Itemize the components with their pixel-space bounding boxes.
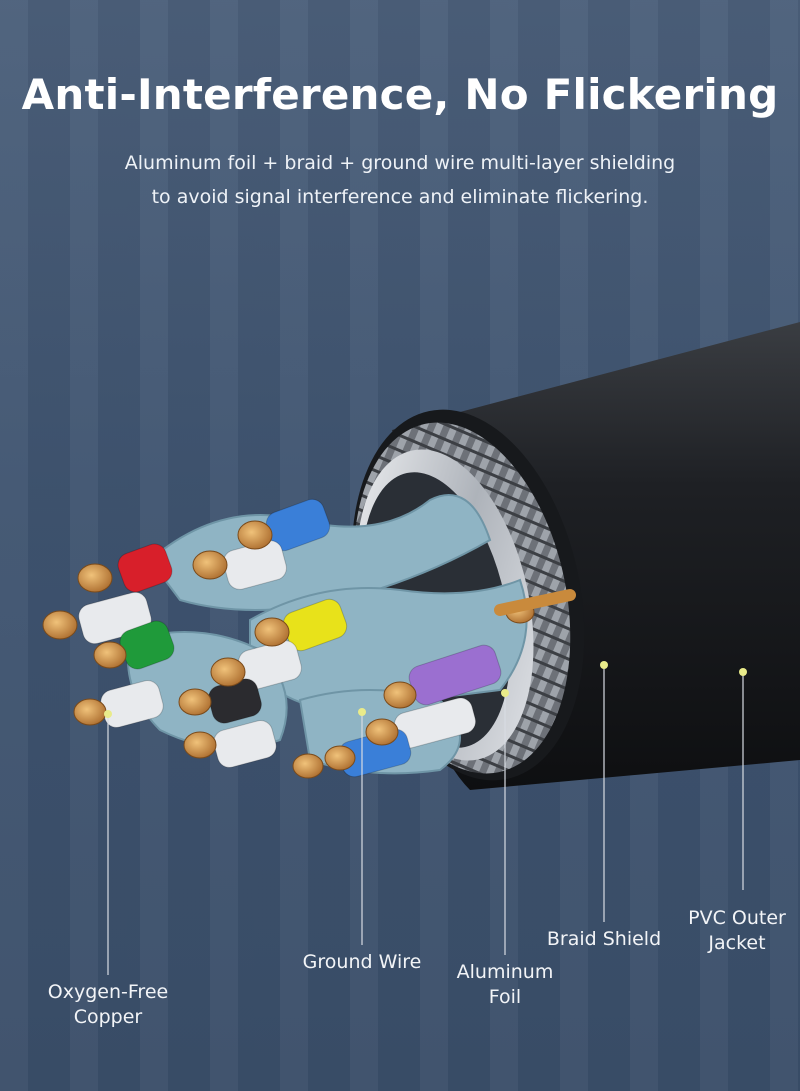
- callout-dot-aluminum-foil: [501, 689, 509, 697]
- callout-braid-line-1: Braid Shield: [546, 928, 662, 950]
- page-title: Anti-Interference, No Flickering: [21, 70, 779, 119]
- subtitle-line-1: Aluminum foil + braid + ground wire mult…: [124, 152, 676, 174]
- page-subtitle: Aluminum foil + braid + ground wire mult…: [0, 146, 800, 214]
- callout-copper-line-1: Oxygen-Free: [47, 981, 169, 1003]
- callout-aluminum-foil: Aluminum Foil: [435, 960, 575, 1010]
- callout-pvc-outer-jacket: PVC Outer Jacket: [673, 906, 800, 956]
- callout-braid-shield: Braid Shield: [534, 927, 674, 952]
- callout-jacket-line-2: Jacket: [708, 932, 766, 954]
- callout-lines: [107, 665, 744, 975]
- callout-dots: [104, 661, 747, 718]
- subtitle-line-2: to avoid signal interference and elimina…: [151, 186, 649, 208]
- callout-copper-line-2: Copper: [73, 1006, 143, 1028]
- ground-wire-shape: [494, 589, 576, 616]
- callout-ground-wire: Ground Wire: [292, 950, 432, 975]
- copper-strands: [42, 520, 535, 779]
- callout-foil-line-2: Foil: [488, 986, 522, 1008]
- callout-dot-pvc-jacket: [739, 668, 747, 676]
- callout-oxygen-free-copper: Oxygen-Free Copper: [38, 980, 178, 1030]
- callout-dot-braid-shield: [600, 661, 608, 669]
- callout-jacket-line-1: PVC Outer: [688, 907, 786, 929]
- callout-dot-ground-wire: [358, 708, 366, 716]
- callout-ground-wire-line-1: Ground Wire: [302, 951, 422, 973]
- callout-foil-line-1: Aluminum: [456, 961, 554, 983]
- callout-dot-copper: [104, 710, 112, 718]
